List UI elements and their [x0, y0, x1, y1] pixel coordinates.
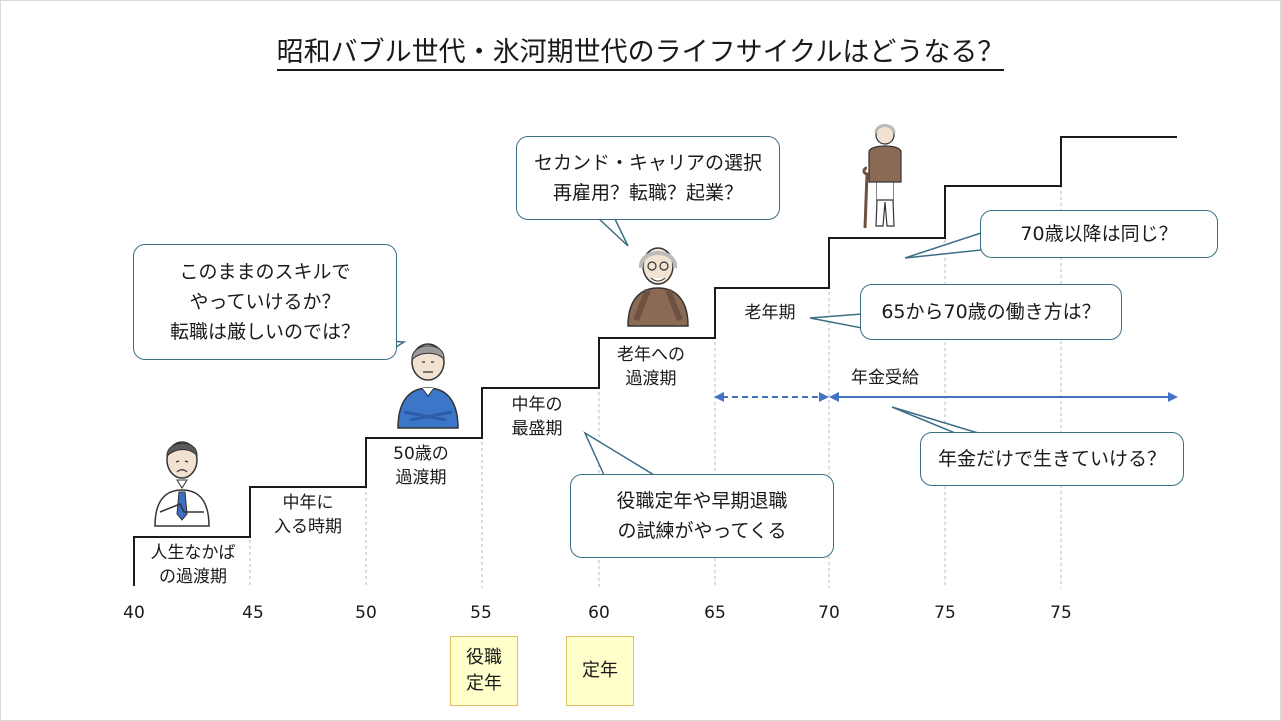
x-tick-45: 45	[242, 603, 264, 623]
x-tick-60: 60	[588, 603, 610, 623]
x-tick-55: 55	[470, 603, 492, 623]
stage-label-midlife-peak: 中年の最盛期	[511, 395, 563, 439]
yellow-box-retirement: 定年	[566, 636, 634, 706]
elderly-man-with-cane-icon	[862, 124, 902, 229]
bubble-ordeal: 役職定年や早期退職 の試練がやってくる	[570, 474, 834, 558]
bubble-after-70: 70歳以降は同じ？	[980, 210, 1218, 258]
pension-label: 年金受給	[851, 368, 919, 388]
yellow-box-managerial-retirement: 役職 定年	[450, 636, 518, 706]
lifecycle-staircase	[133, 136, 1177, 586]
bubble-second-career: セカンド・キャリアの選択 再雇用？転職？起業？	[516, 136, 780, 220]
stage-label-entering-midlife: 中年に入る時期	[274, 493, 342, 537]
x-tick-70: 70	[818, 603, 840, 623]
bubble-pension-only: 年金だけで生きていける？	[920, 432, 1184, 486]
stage-label-late-transition: 老年への過渡期	[617, 345, 685, 389]
stage-label-midlife-transition: 人生なかばの過渡期	[150, 543, 236, 587]
x-tick-50: 50	[355, 603, 377, 623]
stage-label-old-age: 老年期	[744, 303, 796, 323]
pension-arrows	[714, 392, 1178, 402]
bubble-work-65-70: 65から70歳の働き方は？	[860, 284, 1122, 340]
x-tick-65: 65	[704, 603, 726, 623]
elderly-man-thinking-icon	[627, 247, 689, 327]
x-tick-75b: 75	[1050, 603, 1072, 623]
stage-label-age50-transition: 50歳の過渡期	[393, 444, 449, 488]
page-title: 昭和バブル世代・氷河期世代のライフサイクルはどうなる？	[0, 30, 1281, 71]
worried-young-man-icon	[154, 441, 210, 527]
x-tick-40: 40	[123, 603, 145, 623]
x-tick-75a: 75	[934, 603, 956, 623]
bubble-skill-concern: このままのスキルで やっていけるか？ 転職は厳しいのでは？	[133, 244, 397, 360]
man-arms-crossed-icon	[397, 343, 459, 429]
